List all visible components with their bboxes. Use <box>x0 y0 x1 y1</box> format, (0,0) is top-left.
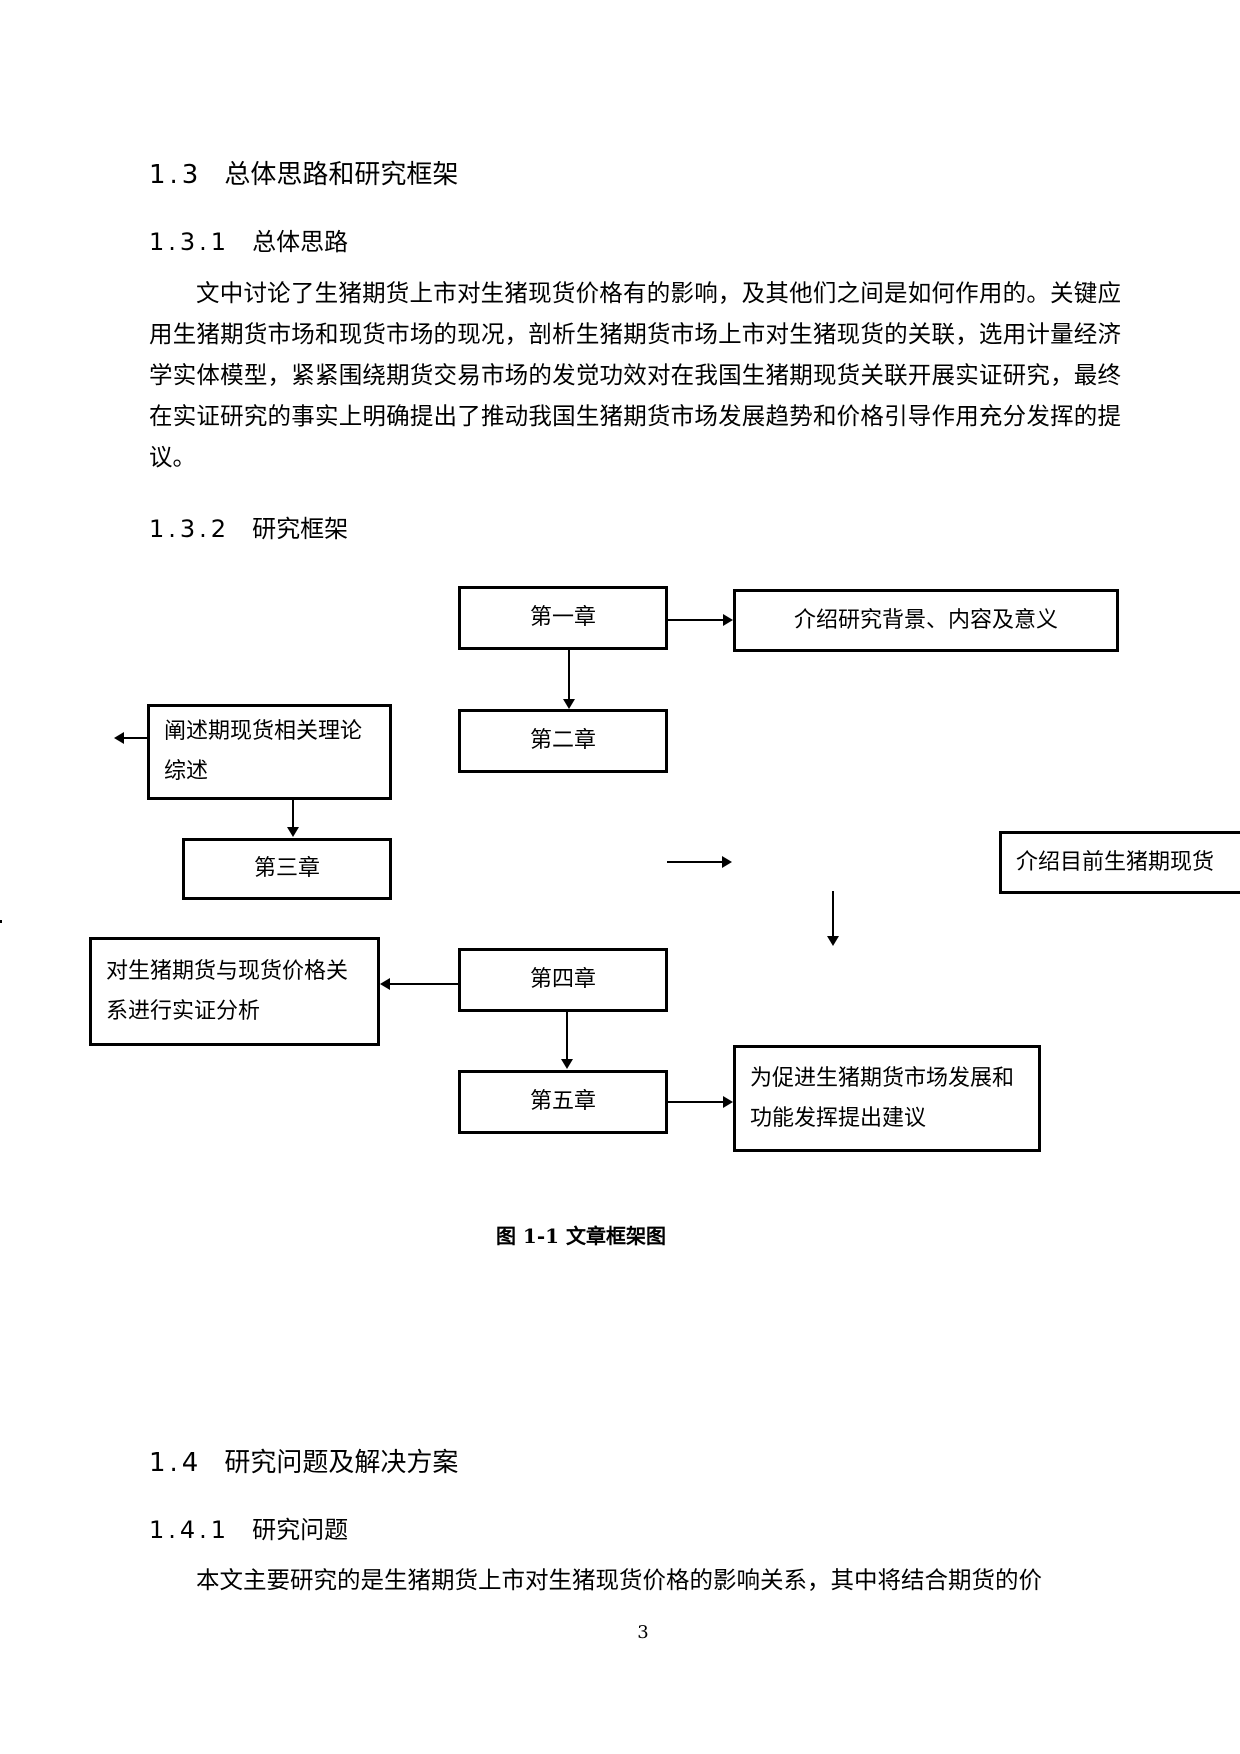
section-title: 研究框架 <box>252 515 349 543</box>
box-chapter-1-desc: 介绍研究背景、内容及意义 <box>733 589 1119 652</box>
section-title: 研究问题及解决方案 <box>224 1448 459 1478</box>
stray-mark <box>0 920 2 923</box>
heading-1-3-2: 1.3.2 研究框架 <box>149 509 348 544</box>
arrow-right-icon <box>723 614 733 626</box>
section-title: 研究问题 <box>252 1516 349 1544</box>
section-number: 1.3 <box>149 160 203 190</box>
box-chapter-2: 第二章 <box>458 709 668 773</box>
arrow-down-icon <box>287 827 299 837</box>
heading-1-4-1: 1.4.1 研究问题 <box>149 1510 348 1545</box>
arrow-left-icon <box>380 978 390 990</box>
section-number: 1.3.2 <box>149 515 231 543</box>
arrow-line <box>123 737 147 739</box>
arrow-right-icon <box>723 1096 733 1108</box>
box-text: 为促进生猪期货市场发展和功能发挥提出建议 <box>750 1065 1015 1131</box>
box-chapter-4-desc: 对生猪期货与现货价格关系进行实证分析 <box>89 937 380 1046</box>
section-title: 总体思路和研究框架 <box>224 160 459 190</box>
arrow-line <box>292 800 294 828</box>
paragraph-overall-idea: 文中讨论了生猪期货上市对生猪现货价格有的影响，及其他们之间是如何作用的。关键应用… <box>149 279 1121 471</box>
figure-caption: 图 1-1 文章框架图 <box>495 1224 667 1248</box>
section-title: 总体思路 <box>252 228 349 256</box>
box-text: 对生猪期货与现货价格关系进行实证分析 <box>106 958 349 1024</box>
arrow-line <box>568 650 570 700</box>
page-number: 3 <box>637 1622 649 1643</box>
box-chapter-2-desc: 阐述期现货相关理论综述 <box>147 704 392 800</box>
box-chapter-1: 第一章 <box>458 586 668 650</box>
box-chapter-5: 第五章 <box>458 1070 668 1134</box>
arrow-left-icon <box>114 732 124 744</box>
box-chapter-3: 第三章 <box>182 838 392 900</box>
arrow-line <box>668 1101 724 1103</box>
arrow-line <box>390 983 458 985</box>
box-chapter-3-desc: 介绍目前生猪期现货 <box>999 831 1240 894</box>
arrow-line <box>832 891 834 937</box>
arrow-right-icon <box>722 856 732 868</box>
box-text: 阐述期现货相关理论综述 <box>164 719 363 784</box>
heading-1-3: 1.3 总体思路和研究框架 <box>149 154 458 191</box>
paragraph-research-question: 本文主要研究的是生猪期货上市对生猪现货价格的影响关系，其中将结合期货的价 <box>196 1566 1042 1594</box>
section-number: 1.4.1 <box>149 1516 231 1544</box>
heading-1-4: 1.4 研究问题及解决方案 <box>149 1442 458 1479</box>
arrow-down-icon <box>827 936 839 946</box>
arrow-down-icon <box>563 699 575 709</box>
box-chapter-4: 第四章 <box>458 948 668 1012</box>
arrow-line <box>667 861 723 863</box>
section-number: 1.3.1 <box>149 228 231 256</box>
section-number: 1.4 <box>149 1448 203 1478</box>
heading-1-3-1: 1.3.1 总体思路 <box>149 222 348 257</box>
box-chapter-5-desc: 为促进生猪期货市场发展和功能发挥提出建议 <box>733 1045 1041 1152</box>
arrow-down-icon <box>561 1059 573 1069</box>
arrow-line <box>566 1012 568 1060</box>
arrow-line <box>668 619 724 621</box>
